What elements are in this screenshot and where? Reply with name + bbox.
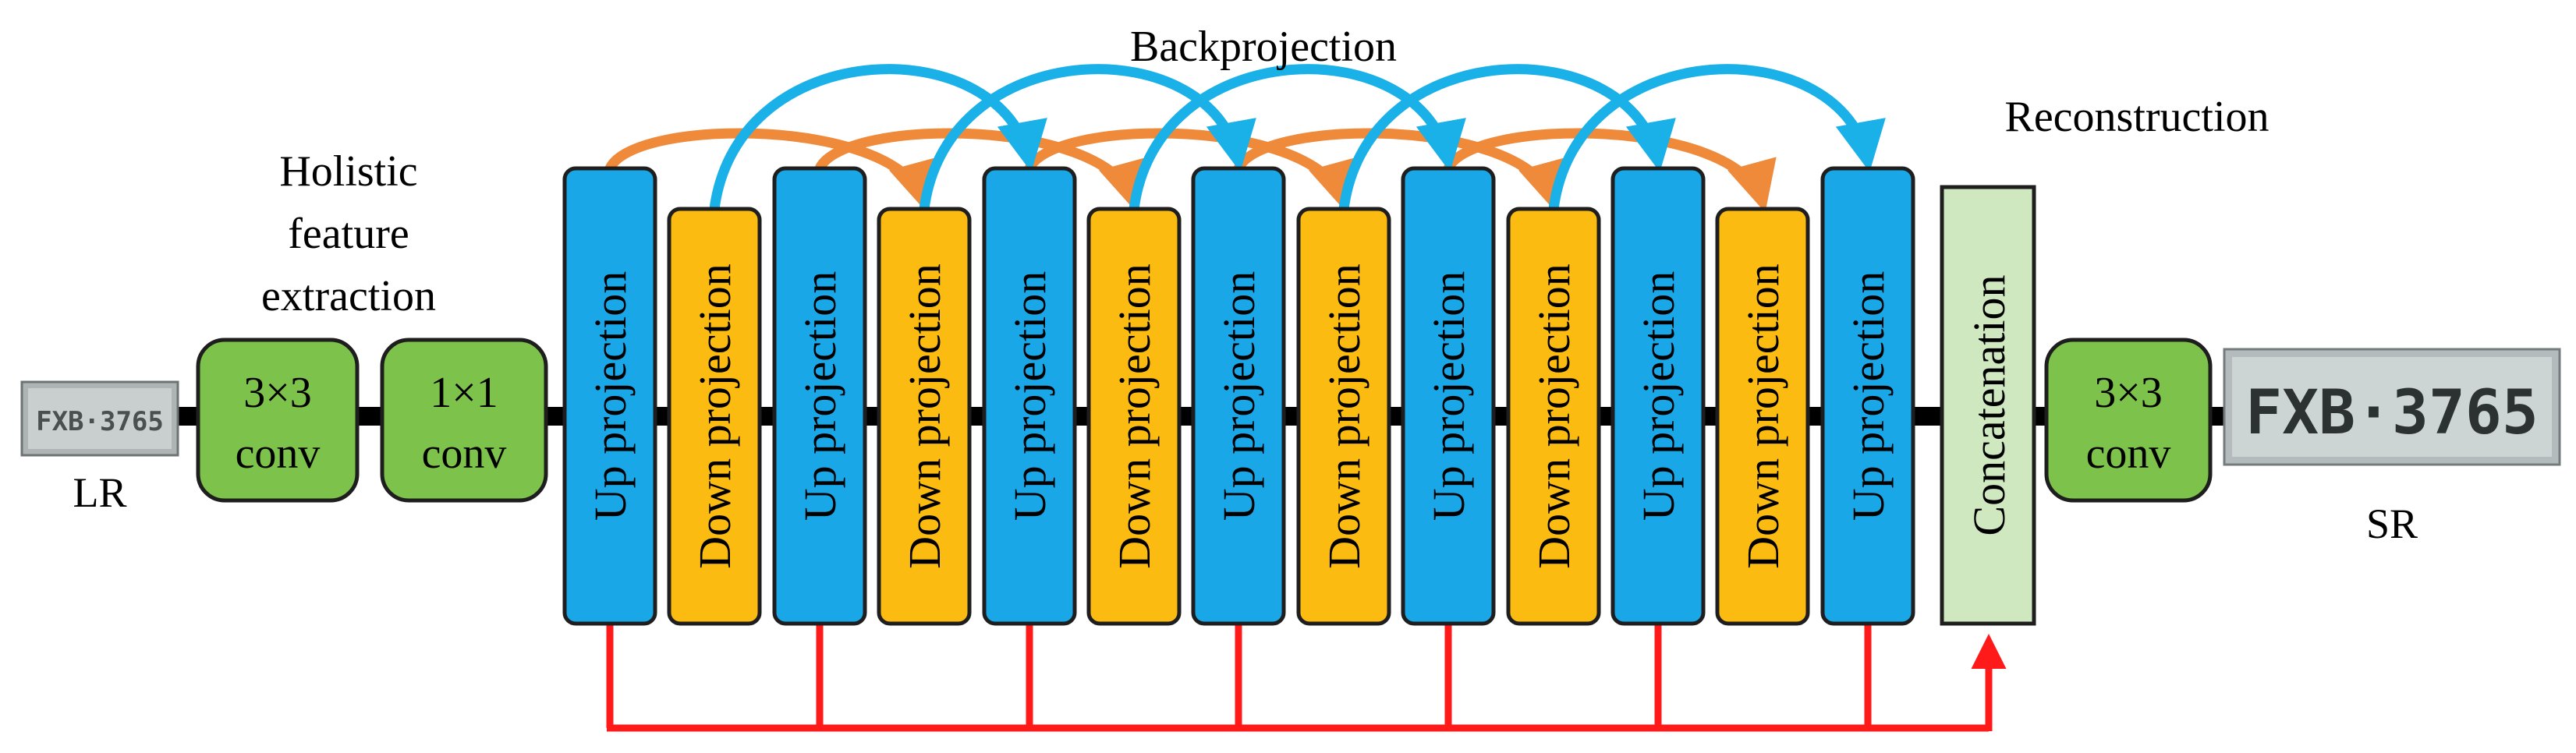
down-projection-label: Down projection [1109,263,1160,568]
down-projection-block: Down projection [1506,207,1601,626]
conv-1x1-line1: 1×1 [430,369,498,417]
up-projection-label: Up projection [1843,271,1894,521]
up-projection-label: Up projection [795,271,845,521]
holistic-label-line3: extraction [261,272,436,320]
backprojection-label: Backprojection [1130,23,1397,71]
up-projection-box [772,166,867,626]
sr-plate-text: FXB·3765 [2245,378,2539,448]
conv-3x3-block: 3×3 conv [196,338,360,503]
down-projection-box [877,207,972,626]
down-projection-box [1296,207,1391,626]
down-projection-label: Down projection [689,263,740,568]
lr-plate-text: FXB·3765 [36,406,164,437]
orange-backprojection-arrow [605,128,938,213]
reconstruction-conv-line1: 3×3 [2094,369,2163,417]
sr-label: SR [2366,500,2418,547]
down-projection-label: Down projection [1319,263,1369,568]
reconstruction-conv-block: 3×3 conv [2044,338,2213,503]
up-projection-block: Up projection [1820,166,1915,626]
lr-label: LR [73,469,126,516]
down-projection-label: Down projection [1738,263,1788,568]
up-projection-label: Up projection [1214,271,1264,521]
down-projection-block: Down projection [1715,207,1810,626]
conv-1x1-block: 1×1 conv [380,338,548,503]
backprojection-arcs [605,64,1886,213]
up-projection-box [1191,166,1286,626]
down-projection-label: Down projection [1529,263,1579,568]
blue-backprojection-arrow [1548,64,1886,210]
conv-1x1-line2: conv [422,430,507,478]
up-projection-box [1820,166,1915,626]
blue-backprojection-arrow [709,64,1047,210]
up-projection-label: Up projection [1423,271,1474,521]
down-projection-box [1086,207,1182,626]
up-projection-label: Up projection [1005,271,1055,521]
blue-backprojection-arrow [1338,64,1676,210]
down-projection-block: Down projection [1086,207,1182,626]
up-projection-label: Up projection [1633,271,1684,521]
holistic-label-line1: Holistic [279,147,417,196]
blue-backprojection-arrow [1129,64,1466,210]
orange-backprojection-arrow [815,128,1148,213]
concatenation-bus [606,624,2007,732]
down-projection-block: Down projection [1296,207,1391,626]
up-projection-block: Up projection [1191,166,1286,626]
reconstruction-conv-line2: conv [2086,430,2171,478]
down-projection-label: Down projection [899,263,950,568]
orange-backprojection-arrow [1444,128,1777,213]
down-projection-box [1506,207,1601,626]
up-projection-box [562,166,657,626]
down-projection-block: Down projection [667,207,762,626]
up-projection-block: Up projection [1401,166,1496,626]
holistic-label-line2: feature [288,210,409,258]
blue-backprojection-arrow [919,64,1256,210]
up-projection-box [1401,166,1496,626]
concatenation-block: Concatenation [1940,185,2036,626]
conv-3x3-line2: conv [236,430,321,478]
up-projection-block: Up projection [772,166,867,626]
up-projection-label: Up projection [585,271,636,521]
down-projection-box [1715,207,1810,626]
concatenation-label: Concatenation [1964,274,2014,536]
orange-backprojection-arrow [1234,128,1568,213]
up-projection-block: Up projection [982,166,1077,626]
down-projection-box [667,207,762,626]
up-projection-box [1610,166,1706,626]
projection-stages: Up projection Down projection Up projectio… [562,166,1915,626]
up-projection-box [982,166,1077,626]
orange-backprojection-arrow [1025,128,1358,213]
lr-image: FXB·3765 [20,380,179,457]
reconstruction-label: Reconstruction [2004,93,2269,141]
up-projection-block: Up projection [1610,166,1706,626]
up-projection-block: Up projection [562,166,657,626]
conv-3x3-line1: 3×3 [243,369,312,417]
down-projection-block: Down projection [877,207,972,626]
sr-image: FXB·3765 [2223,348,2561,466]
